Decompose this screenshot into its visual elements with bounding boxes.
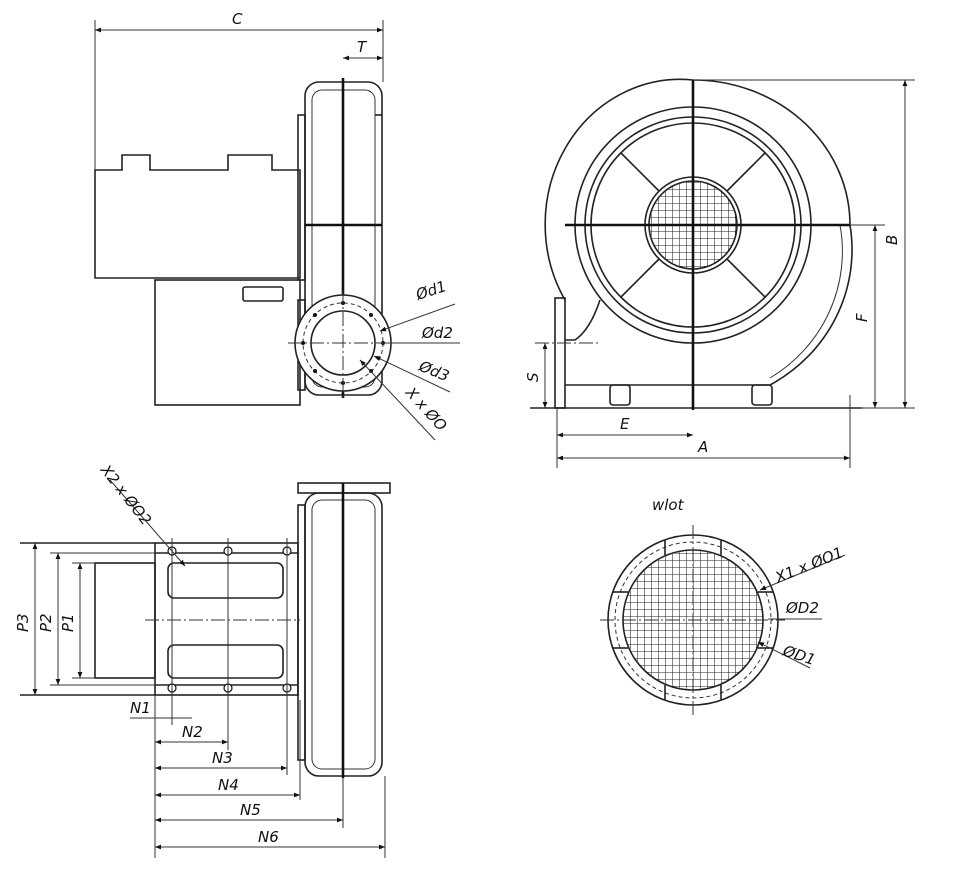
inlet-view: wlot X1 x ØO1 ØD2 ØD1 [600,496,846,715]
dim-N3: N3 [212,749,233,767]
dim-C: C [232,10,243,28]
dim-N1: N1 [130,699,151,717]
dim-S: S [524,372,542,382]
dim-P3: P3 [14,613,32,632]
dim-N5: N5 [240,801,261,819]
dim-F: F [853,313,871,322]
dim-P1: P1 [59,613,77,632]
front-view: B F S E A [524,78,915,468]
dim-B: B [883,235,901,245]
label-d1: Ød1 [413,277,449,304]
dim-E: E [620,415,630,433]
dim-P2: P2 [37,613,55,632]
label-x1-o1: X1 x ØO1 [772,543,846,587]
label-d3: Ød3 [416,357,452,386]
side-view: C T Ød1 Ød2 Ød3 X x ØO [94,10,460,441]
dim-N4: N4 [218,776,239,794]
label-x-o: X x ØO [401,383,450,435]
top-view: X2 x ØO2 P3 P2 P1 N1 N2 N3 N4 N5 N6 [14,461,391,858]
label-D2: ØD2 [785,599,819,617]
label-x2-o2: X2 x ØO2 [96,461,155,529]
label-d2: Ød2 [421,324,453,342]
dim-N2: N2 [182,723,203,741]
inlet-title: wlot [652,496,685,514]
dim-A: A [697,438,708,456]
dim-T: T [357,38,368,56]
label-D1: ØD1 [780,641,818,669]
dim-N6: N6 [258,828,279,846]
